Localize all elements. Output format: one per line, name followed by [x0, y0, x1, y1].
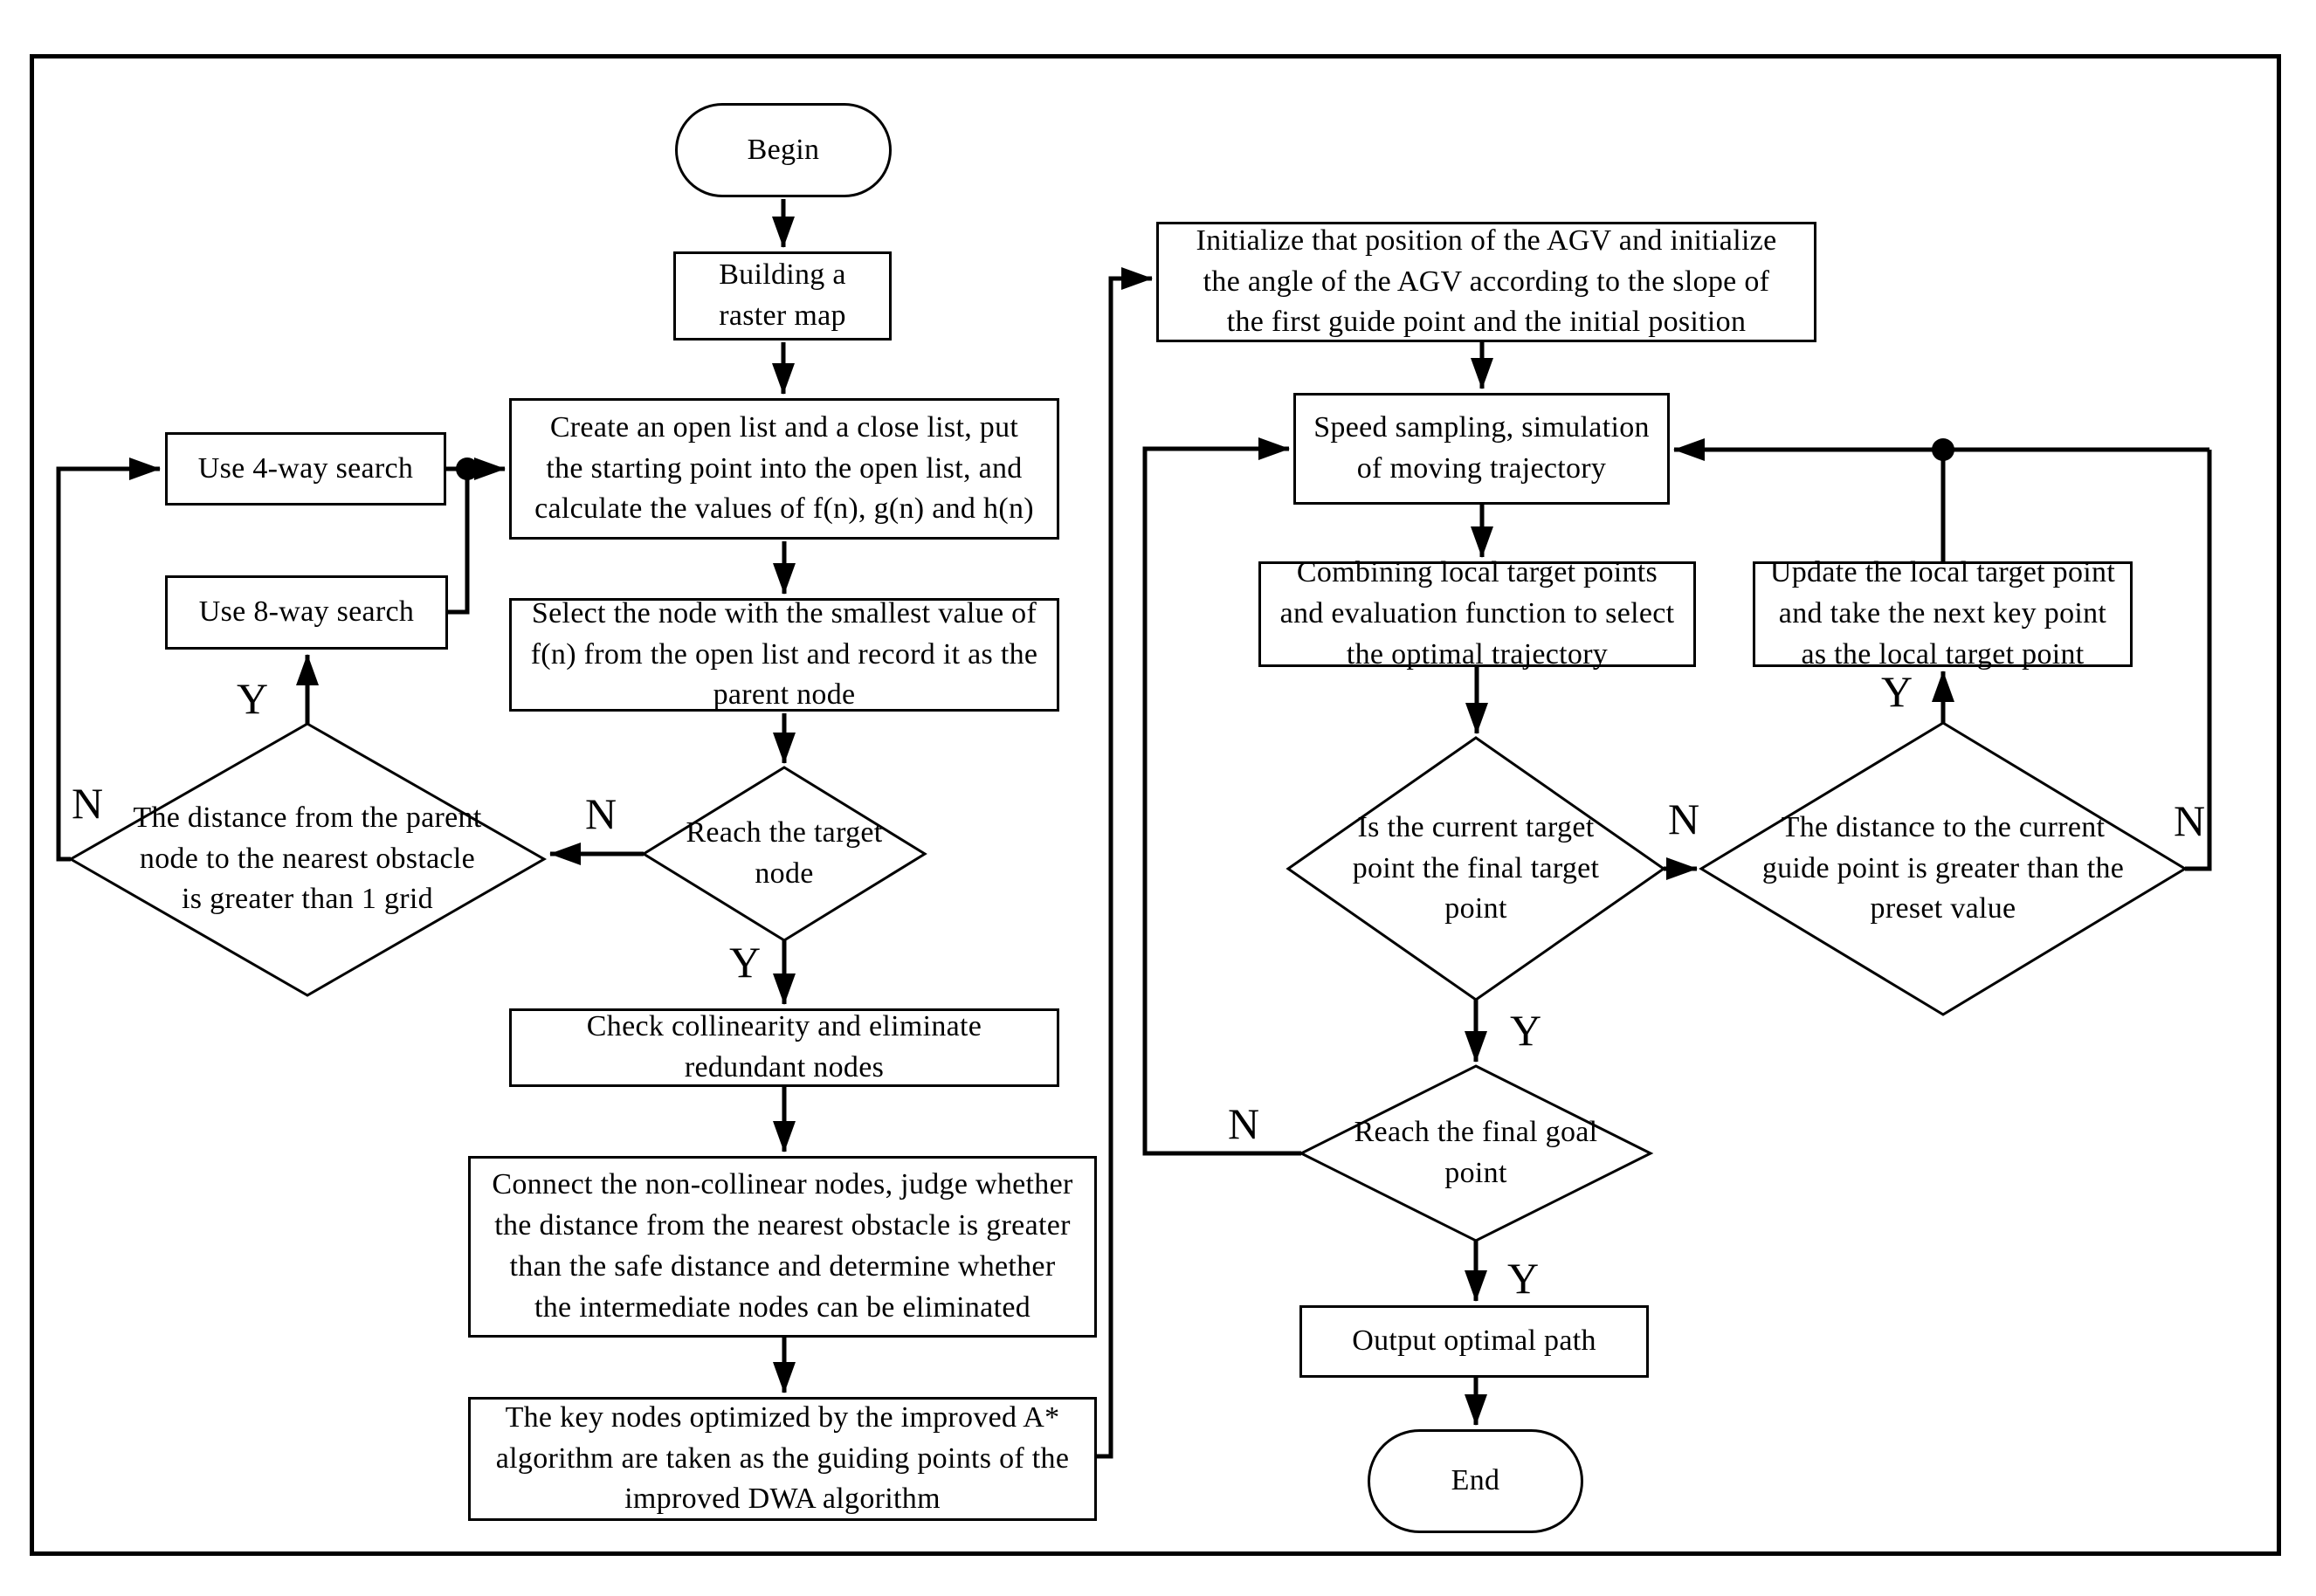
decision-distance-parent-shape [67, 722, 548, 997]
decision-reach-final-text: Reach the final goal point [1354, 1116, 1598, 1189]
branch-label-current-yes: Y [1509, 1006, 1542, 1055]
branch-label-reachfinal-yes: Y [1506, 1254, 1540, 1303]
edge-reachfinal-speed-n [1142, 437, 1301, 1156]
node-speed-sampling: Speed sampling, simulation of moving tra… [1293, 393, 1670, 505]
branch-label-reachtarget-no: N [584, 789, 617, 838]
node-combining-local-targets: Combining local target points and evalua… [1258, 556, 1696, 671]
decision-reach-final-shape [1298, 1064, 1654, 1242]
node-key-nodes-guiding-points: The key nodes optimized by the improved … [468, 1397, 1097, 1521]
node-connect-non-collinear: Connect the non-collinear nodes, judge w… [468, 1156, 1097, 1338]
edge-distguide-loop-n [2185, 450, 2212, 871]
branch-label-distparent-no: N [71, 779, 104, 828]
node-end: End [1368, 1429, 1583, 1533]
branch-label-distparent-yes: Y [236, 674, 269, 723]
branch-label-distguide-yes: Y [1880, 667, 1913, 716]
decision-distance-guide-text: The distance to the current guide point … [1761, 810, 2125, 925]
node-build-raster-map: Building a raster map [673, 251, 892, 341]
node-use-4way-search: Use 4-way search [165, 432, 446, 506]
node-use-8way-search: Use 8-way search [165, 575, 448, 650]
node-update-local-target: Update the local target point and take t… [1753, 556, 2133, 671]
edge-distparent-4way-n [56, 457, 161, 862]
node-create-open-close-list: Create an open list and a close list, pu… [509, 398, 1059, 540]
decision-distance-guide-shape [1699, 721, 2188, 1016]
junction-dot-update [1932, 438, 1954, 461]
decision-is-current-target-text: Is the current target point the final ta… [1352, 810, 1600, 925]
decision-reach-target-shape [641, 766, 927, 942]
decision-is-current-target-shape [1286, 736, 1666, 1001]
decision-reach-target-text: Reach the target node [686, 816, 883, 890]
node-select-smallest-fn: Select the node with the smallest value … [509, 597, 1059, 712]
branch-label-current-no: N [1667, 795, 1700, 843]
decision-distance-parent-text: The distance from the parent node to the… [133, 801, 482, 916]
diagram-border [30, 54, 2281, 1556]
edge-8way-junction [448, 471, 470, 615]
branch-label-reachtarget-yes: Y [728, 938, 762, 987]
branch-label-distguide-no: N [2173, 796, 2206, 845]
branch-label-reachfinal-no: N [1227, 1099, 1260, 1148]
edge-key-initialize [1097, 267, 1153, 1459]
node-begin: Begin [675, 103, 892, 197]
node-check-collinearity: Check collinearity and eliminate redunda… [509, 1008, 1059, 1087]
node-output-optimal-path: Output optimal path [1299, 1305, 1649, 1378]
node-initialize-agv: Initialize that position of the AGV and … [1156, 222, 1816, 342]
junction-dot-search [456, 457, 479, 480]
